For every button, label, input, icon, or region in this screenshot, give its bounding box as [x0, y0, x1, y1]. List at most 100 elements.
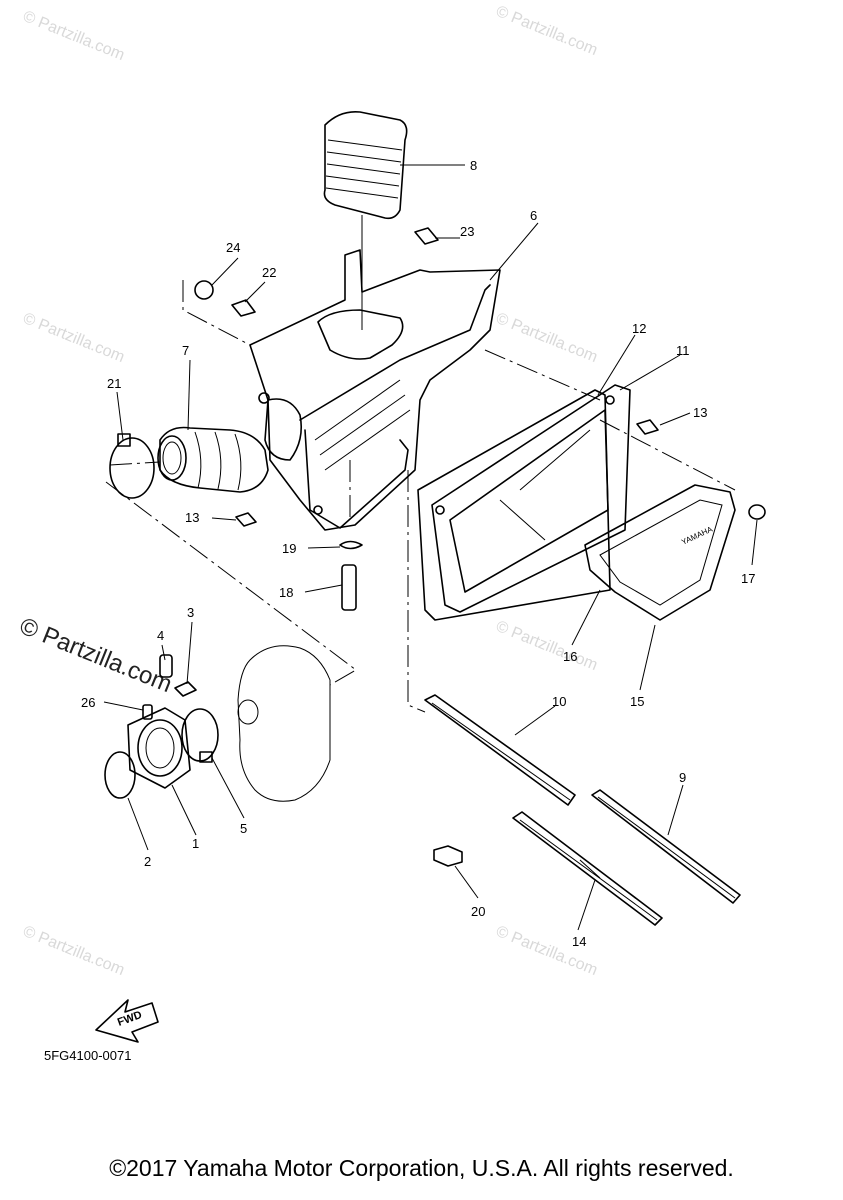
callout-23: 23	[460, 224, 474, 239]
guide-line	[407, 470, 426, 713]
leader-14	[577, 879, 596, 931]
leader-4	[161, 644, 166, 661]
leader-lines	[103, 164, 758, 931]
part-19-clip	[339, 540, 363, 550]
clamp-screw	[199, 751, 213, 763]
guide-line	[105, 481, 357, 686]
watermark-large: © Partzilla.com	[16, 613, 176, 699]
part-3-screw	[174, 681, 197, 697]
part-2-o-ring	[104, 751, 136, 799]
callout-4: 4	[157, 628, 164, 643]
block-outline	[433, 845, 463, 867]
watermark: © Partzilla.com	[494, 310, 600, 366]
part-26-nipple	[142, 704, 153, 720]
clamp-ring	[109, 437, 155, 499]
leader-16	[571, 589, 601, 646]
watermark: © Partzilla.com	[494, 923, 600, 979]
part-9-element	[591, 789, 741, 904]
airbox-edge	[299, 284, 491, 421]
gasket-outline	[417, 389, 611, 621]
airbox-hole	[258, 392, 270, 404]
part-24-washer	[194, 280, 214, 300]
part-17-bolt	[748, 504, 766, 520]
callout-9: 9	[679, 770, 686, 785]
airbox-outline	[249, 249, 501, 531]
callout-13b: 13	[693, 405, 707, 420]
callout-12: 12	[632, 321, 646, 336]
part-14-element	[512, 811, 663, 926]
airbox-ribs	[314, 379, 411, 471]
element-outline	[424, 694, 576, 806]
fwd-arrow-shape	[95, 999, 159, 1043]
carb-port	[237, 699, 259, 725]
part-18-pipe	[341, 564, 357, 611]
part-20-block	[433, 845, 463, 867]
part-11-frame	[431, 384, 631, 613]
watermark: © Partzilla.com	[21, 310, 127, 366]
part-5-clamp	[181, 708, 219, 763]
part-23-bolt	[414, 227, 439, 245]
watermark: © Partzilla.com	[494, 3, 600, 59]
watermark-group: © Partzilla.com © Partzilla.com © Partzi…	[16, 3, 600, 979]
part-13-bolt	[235, 512, 257, 527]
clamp-screw	[117, 433, 131, 447]
callout-16: 16	[563, 649, 577, 664]
callout-15: 15	[630, 694, 644, 709]
callout-22: 22	[262, 265, 276, 280]
manifold-bore	[137, 719, 183, 777]
joint-ribs	[194, 431, 242, 491]
carburetor-outline	[237, 645, 331, 802]
part-12-gasket	[417, 389, 611, 621]
frame-hole	[435, 505, 445, 515]
fwd-label: FWD	[116, 1009, 144, 1029]
part-7-joint	[157, 426, 269, 493]
cover-brand-text: YAMAHA	[680, 524, 714, 546]
fwd-arrow: FWD	[95, 999, 159, 1043]
callouts: 8 6 23 24 22 7 21 13 12 11 13 17 16 15 1…	[81, 158, 755, 949]
leader-7	[187, 359, 191, 431]
leader-9	[667, 784, 684, 836]
callout-2: 2	[144, 854, 151, 869]
boot-ribs	[325, 139, 403, 199]
callout-3: 3	[187, 605, 194, 620]
copyright-notice: ©2017 Yamaha Motor Corporation, U.S.A. A…	[109, 1155, 734, 1181]
leader-2	[127, 797, 149, 851]
element-outline	[512, 811, 663, 926]
manifold-flange	[127, 707, 191, 789]
joint-outline	[159, 426, 269, 493]
cover-inner	[599, 499, 723, 606]
callout-7: 7	[182, 343, 189, 358]
part-22-bolt	[231, 299, 256, 317]
joint-mouth-inner	[162, 441, 182, 475]
part-6-air-box	[249, 249, 501, 531]
leader-24	[211, 257, 239, 286]
leader-15	[639, 624, 656, 691]
callout-8: 8	[470, 158, 477, 173]
element-inner	[431, 702, 571, 801]
leader-13a	[211, 517, 237, 521]
joint-mouth	[157, 435, 187, 481]
callout-1: 1	[192, 836, 199, 851]
part-8-boot	[323, 110, 408, 330]
airbox-opening	[317, 309, 404, 360]
leader-20	[454, 865, 479, 899]
leader-6	[489, 222, 539, 281]
callout-13a: 13	[185, 510, 199, 525]
frame-outline	[431, 384, 631, 613]
leader-10	[514, 705, 556, 736]
cover-outline	[584, 484, 736, 621]
leader-3	[186, 621, 193, 685]
watermark: © Partzilla.com	[21, 923, 127, 979]
leader-12	[597, 334, 636, 396]
part-21-clamp	[109, 433, 155, 499]
diagram-code: 5FG4100-0071	[44, 1048, 131, 1063]
leader-26	[103, 701, 144, 711]
callout-21: 21	[107, 376, 121, 391]
part-13-bolt	[636, 419, 659, 435]
part-10-element	[424, 694, 576, 806]
callout-17: 17	[741, 571, 755, 586]
callout-11: 11	[676, 343, 690, 358]
part-1-manifold	[127, 707, 191, 789]
guide-lines	[105, 280, 736, 713]
